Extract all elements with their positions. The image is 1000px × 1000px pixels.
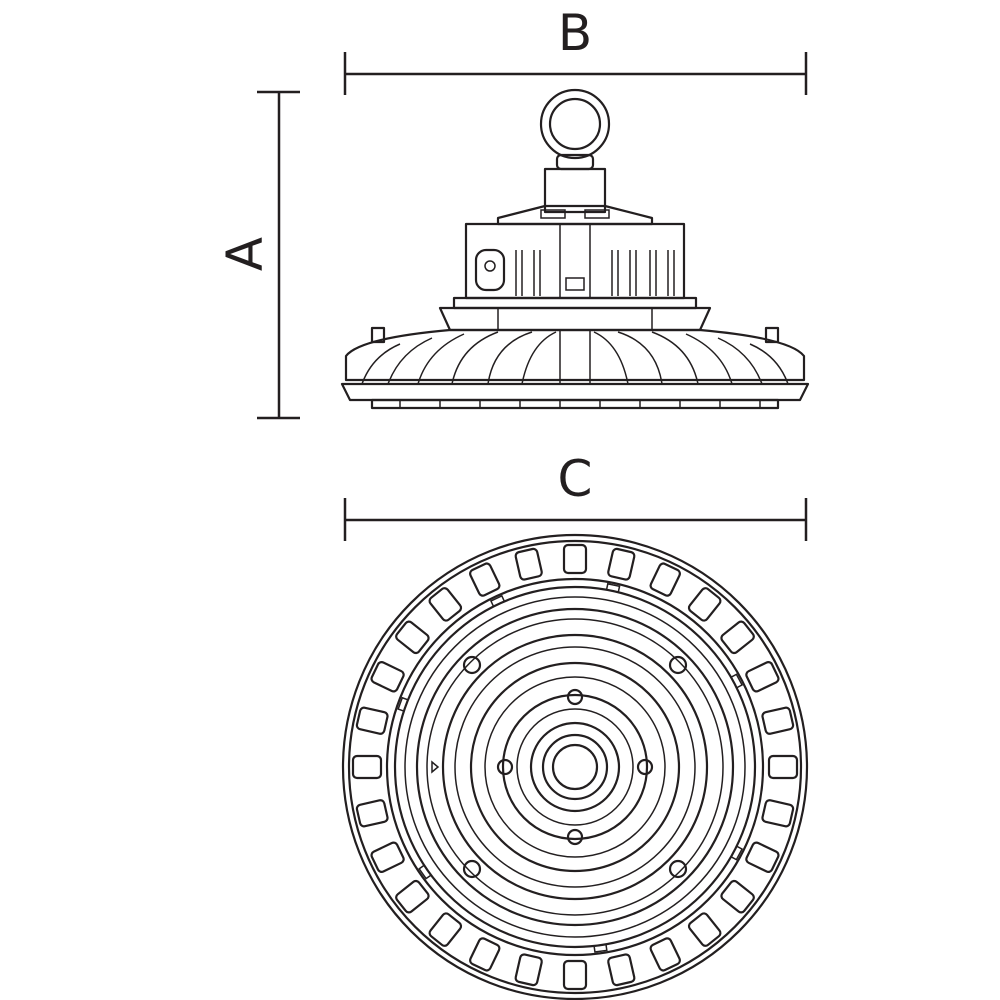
- retaining-clip: [730, 673, 744, 689]
- heatsink-slot: [607, 953, 636, 987]
- heatsink-slot: [687, 912, 722, 947]
- dimension-a: [257, 90, 300, 420]
- center-hub: [551, 743, 599, 791]
- orientation-marker: [431, 760, 440, 774]
- heatsink-slot: [514, 547, 543, 581]
- heatsink-slot: [720, 620, 755, 655]
- heatsink-slot: [745, 661, 780, 693]
- top-view: [341, 533, 809, 1000]
- heatsink-slot: [469, 562, 501, 597]
- heatsink-slot: [745, 841, 780, 873]
- retaining-clips: [397, 582, 744, 953]
- heatsink-slot: [514, 953, 543, 987]
- retaining-clip: [605, 582, 621, 594]
- dimension-b-label: B: [558, 4, 592, 62]
- heatsink-slot: [428, 912, 463, 947]
- heatsink-slot: [355, 706, 389, 735]
- side-view: [340, 88, 810, 410]
- heatsink-slot: [370, 661, 405, 693]
- heatsink-slot: [649, 937, 681, 972]
- heatsink-slot: [428, 587, 463, 622]
- heatsink-slot: [351, 754, 383, 780]
- heatsink-slot: [562, 543, 588, 575]
- retaining-clip: [730, 845, 744, 861]
- heatsink-slot: [761, 706, 795, 735]
- heatsink-slot: [761, 799, 795, 828]
- heatsink-slot: [720, 879, 755, 914]
- heatsink-slot: [687, 587, 722, 622]
- retaining-clip: [489, 594, 506, 608]
- retaining-clip: [593, 943, 608, 953]
- retaining-clip: [418, 864, 433, 880]
- heatsink-slot: [355, 799, 389, 828]
- heatsink-slots: [351, 543, 799, 991]
- heatsink-slot: [607, 547, 636, 581]
- inner-screws: [496, 688, 654, 846]
- heatsink-slot: [562, 959, 588, 991]
- dimension-c: [343, 498, 808, 541]
- heatsink-slot: [469, 937, 501, 972]
- eye-bolt-ring: [539, 88, 611, 160]
- dimension-b: [343, 52, 808, 95]
- heatsink-slot: [370, 841, 405, 873]
- outer-screws: [462, 655, 688, 879]
- dimension-a-label: A: [216, 237, 274, 271]
- dimension-c-label: C: [558, 450, 593, 508]
- outer-rim: [341, 533, 809, 1000]
- retaining-clip: [397, 696, 409, 713]
- heatsink-slot: [767, 754, 799, 780]
- heatsink-slot: [649, 562, 681, 597]
- heatsink-slot: [395, 879, 430, 914]
- heatsink-slot: [395, 620, 430, 655]
